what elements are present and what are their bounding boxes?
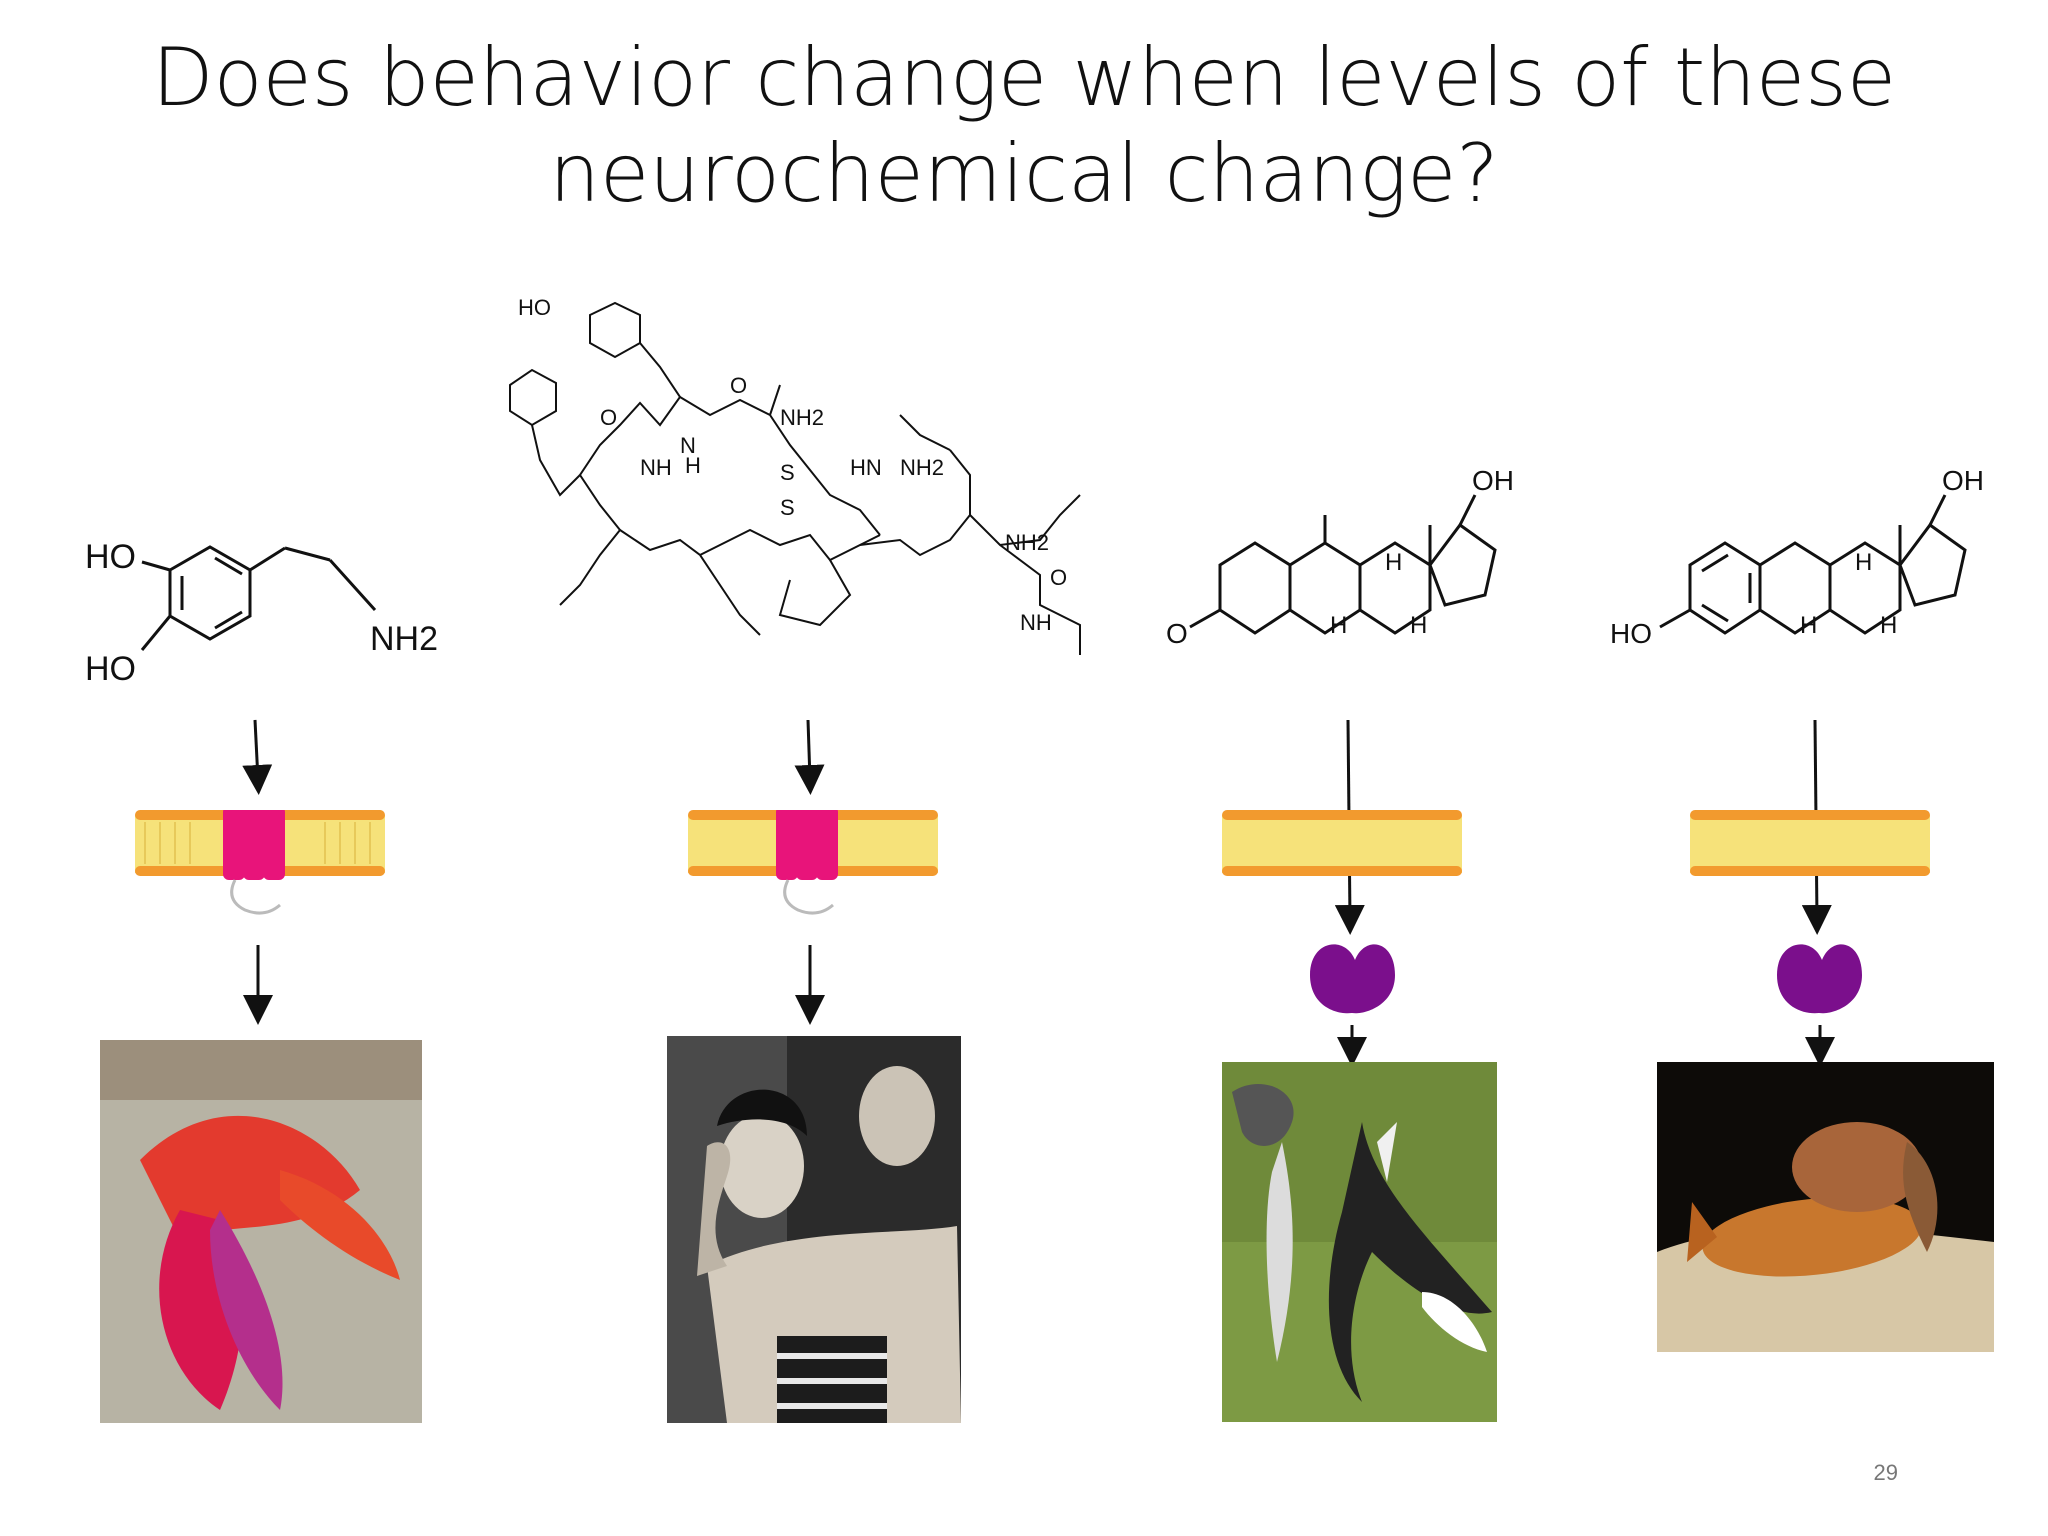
photo-betta-fish [100,1040,422,1423]
oxytocin-label-nh-right: NH [1020,610,1052,635]
estradiol-structure: OH HO H H H [1610,465,1984,649]
receptor-gpcr-oxytocin [776,810,838,880]
estradiol-label-h-2: H [1855,549,1872,576]
oxytocin-label-o: O [730,373,747,398]
receptor-gpcr-dopamine [223,810,285,880]
page-number: 29 [1873,1460,1898,1485]
oxytocin-structure: HO NH2 O N H NH O S S HN NH2 NH O NH2 [509,295,1081,655]
membrane-dopamine [135,810,385,915]
testosterone-label-h-3: H [1410,612,1427,639]
oxytocin-label-nh: NH [640,455,672,480]
dopamine-label-ho-top: HO [85,538,136,576]
arrow-dopamine-to-receptor [242,719,273,795]
photo-couple-vintage [667,1036,961,1423]
oxytocin-label-nh2-far: NH2 [1005,530,1049,555]
membrane-testosterone [1222,810,1462,876]
membrane-oxytocin [688,810,938,915]
arrow-oxytocin-to-receptor [794,719,825,795]
oxytocin-label-nh2-top: NH2 [780,405,824,430]
photo-mockingbirds-fighting [1222,1062,1497,1422]
oxytocin-label-o-right: O [1050,565,1067,590]
oxytocin-label-o-2: O [600,405,617,430]
oxytocin-label-hn: HN [850,455,882,480]
oxytocin-label-n: N [680,433,696,458]
estradiol-label-ho: HO [1610,618,1652,649]
dopamine-label-nh2: NH2 [370,620,438,658]
testosterone-label-h-2: H [1385,549,1402,576]
testosterone-label-oh: OH [1472,465,1514,496]
oxytocin-label-nh2-right: NH2 [900,455,944,480]
testosterone-structure: OH O H H H [1166,465,1514,649]
intracellular-receptor-estradiol [1777,944,1862,1014]
estradiol-label-h-3: H [1880,612,1897,639]
intracellular-receptor-testosterone [1310,944,1395,1014]
oxytocin-label-ho: HO [518,295,551,320]
oxytocin-label-s-1: S [780,460,795,485]
photo-cichlid-fish [1657,1062,1994,1352]
membrane-estradiol [1690,810,1930,876]
slide-title: Does behavior change when levels of thes… [0,30,2048,222]
dopamine-label-ho-bottom: HO [85,650,136,688]
estradiol-label-h-1: H [1800,612,1817,639]
testosterone-label-h-1: H [1330,612,1347,639]
estradiol-label-oh: OH [1942,465,1984,496]
dopamine-structure: HO HO NH2 [85,538,438,688]
title-line-2: neurochemical change? [549,127,1499,220]
title-line-1: Does behavior change when levels of thes… [151,31,1897,124]
oxytocin-label-h: H [685,453,701,478]
oxytocin-label-s-2: S [780,495,795,520]
testosterone-label-o: O [1166,618,1188,649]
